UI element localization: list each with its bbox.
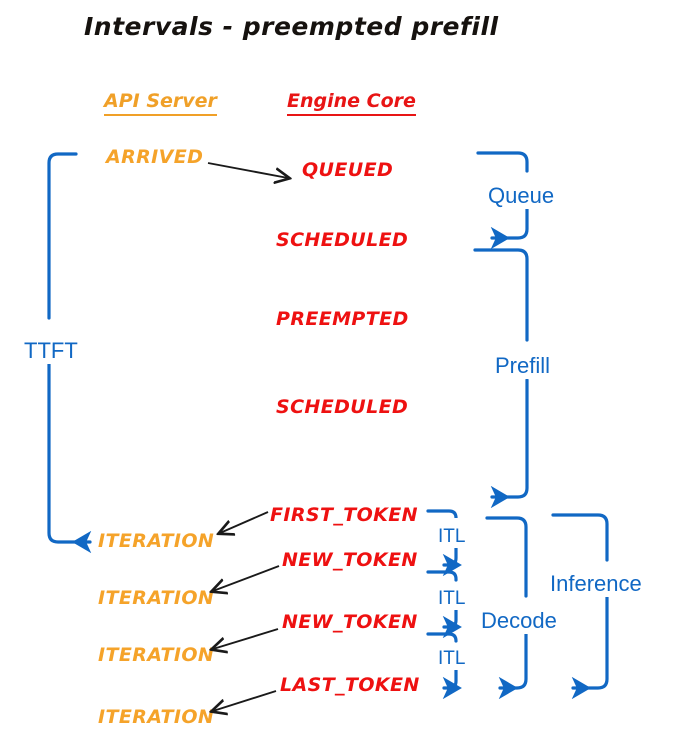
decode-bracket-top	[485, 516, 528, 598]
interval-label-ttft: TTFT	[22, 338, 80, 364]
event-scheduled-1: SCHEDULED	[276, 229, 409, 251]
event-first-token: FIRST_TOKEN	[270, 504, 418, 526]
event-arrived: ARRIVED	[106, 146, 204, 168]
itl-bracket-1-top	[426, 509, 458, 519]
inference-bracket-top	[551, 513, 609, 562]
arrow-arrived-to-queued	[207, 162, 288, 178]
ttft-bracket-bottom	[47, 358, 92, 554]
interval-label-decode: Decode	[479, 608, 559, 634]
itl-bracket-2-top	[426, 570, 458, 582]
event-scheduled-2: SCHEDULED	[276, 396, 409, 418]
prefill-bracket-top	[473, 248, 529, 342]
event-last-token: LAST_TOKEN	[280, 674, 420, 696]
event-iteration-2: ITERATION	[98, 587, 215, 609]
arrow-new-token-1-to-iteration	[213, 565, 280, 591]
interval-label-itl-3: ITL	[436, 648, 468, 670]
decode-bracket-bottom	[498, 632, 528, 700]
inference-bracket-bottom	[571, 590, 609, 700]
column-header-engine-core: Engine Core	[287, 90, 416, 116]
prefill-bracket-bottom	[490, 378, 529, 509]
interval-label-prefill: Prefill	[493, 353, 553, 379]
arrow-first-token-to-iteration	[220, 511, 269, 533]
event-new-token-2: NEW_TOKEN	[282, 611, 418, 633]
interval-label-itl-2: ITL	[436, 588, 468, 610]
column-header-api-server: API Server	[104, 90, 217, 116]
queue-bracket-top	[476, 151, 529, 173]
arrow-new-token-2-to-iteration	[213, 628, 279, 649]
event-new-token-1: NEW_TOKEN	[282, 549, 418, 571]
interval-label-itl-1: ITL	[436, 526, 468, 548]
ttft-bracket-top	[47, 152, 78, 320]
page-title: Intervals - preempted prefill	[84, 12, 499, 41]
itl-bracket-3-top	[426, 632, 458, 643]
interval-label-queue: Queue	[486, 183, 557, 209]
event-iteration-4: ITERATION	[98, 706, 215, 728]
interval-label-inference: Inference	[548, 571, 644, 597]
arrow-last-token-to-iteration	[213, 690, 277, 711]
event-preempted: PREEMPTED	[276, 308, 409, 330]
event-iteration-1: ITERATION	[98, 530, 215, 552]
event-queued: QUEUED	[302, 159, 394, 181]
event-iteration-3: ITERATION	[98, 644, 215, 666]
